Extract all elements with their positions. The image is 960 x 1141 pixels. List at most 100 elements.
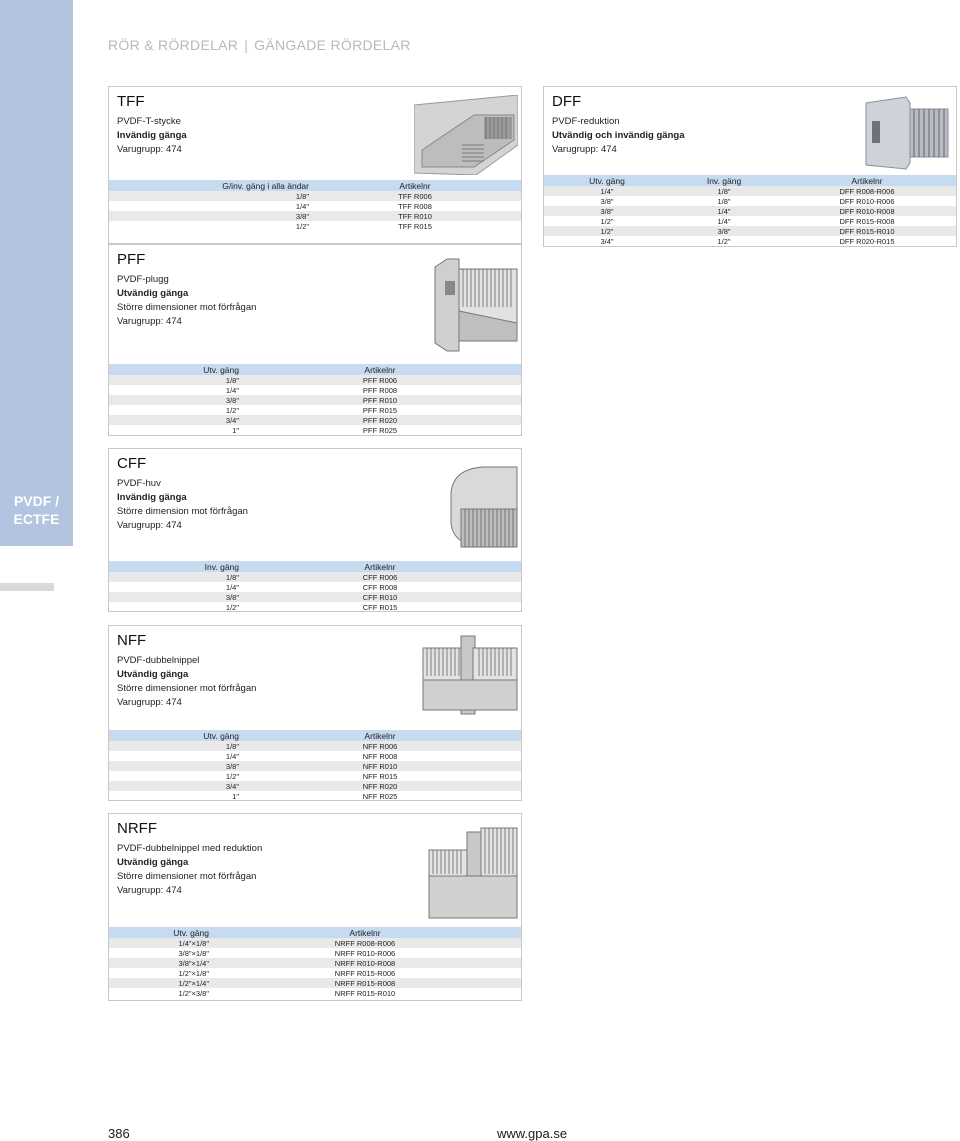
spec-table: Inv. gäng Artikelnr 1/8"CFF R006 1/4"CFF… xyxy=(109,561,521,612)
table-row: 3/4"PFF R020 xyxy=(109,415,521,425)
table-row: 1/8"CFF R006 xyxy=(109,572,521,582)
spec-table: G/inv. gäng i alla ändar Artikelnr 1/8"T… xyxy=(109,180,521,231)
product-group: Varugrupp: 474 xyxy=(117,885,182,896)
product-note: Större dimensioner mot förfrågan xyxy=(117,683,257,694)
product-meta: PVDF-T-stycke Invändig gänga Varugrupp: … xyxy=(117,115,187,157)
tee-fitting-image xyxy=(414,95,518,175)
reducing-nipple-image xyxy=(428,827,518,919)
col-header: Inv. gäng xyxy=(109,561,239,572)
product-code: TFF xyxy=(117,93,145,110)
table-row: 3/8"NFF R010 xyxy=(109,761,521,771)
table-row: 1/4"1/8"DFF R008-R006 xyxy=(544,186,956,196)
col-header: Inv. gäng xyxy=(670,175,778,186)
table-row: 1/2"1/4"DFF R015-R008 xyxy=(600,216,895,226)
col-header: Utv. gäng xyxy=(109,927,209,938)
product-meta: PVDF-plugg Utvändig gänga Större dimensi… xyxy=(117,273,256,329)
table-row: 1/2"NFF R015 xyxy=(225,771,398,781)
table-row: 3/8"×1/8"NRFF R010-R006 xyxy=(178,948,396,958)
product-meta: PVDF-dubbelnippel med reduktion Utvändig… xyxy=(117,842,262,898)
product-name: PVDF-huv xyxy=(117,478,161,489)
table-row: 3/8"PFF R010 xyxy=(109,395,521,405)
product-note: Större dimension mot förfrågan xyxy=(117,506,248,517)
table-row: 1/8"TFF R006 xyxy=(109,191,521,201)
col-header: Artikelnr xyxy=(209,927,521,938)
website-url: www.gpa.se xyxy=(497,1126,568,1141)
table-row: 1/2"×1/4"NRFF R015-R008 xyxy=(109,978,521,988)
col-header: G/inv. gäng i alla ändar xyxy=(109,180,309,191)
product-name: PVDF-plugg xyxy=(117,274,169,285)
product-name: PVDF-T-stycke xyxy=(117,116,181,127)
col-header: Utv. gäng xyxy=(109,364,239,375)
product-group: Varugrupp: 474 xyxy=(117,697,182,708)
table-row: 3/4"NFF R020 xyxy=(109,781,521,791)
table-row: 1/4"PFF R008 xyxy=(225,385,398,395)
product-meta: PVDF-dubbelnippel Utvändig gänga Större … xyxy=(117,654,256,710)
product-meta: PVDF-huv Invändig gänga Större dimension… xyxy=(117,477,248,533)
table-row: 3/8"TFF R010 xyxy=(109,211,521,221)
product-type: Invändig gänga xyxy=(117,130,187,141)
product-tff: TFF PVDF-T-stycke Invändig gänga Varugru… xyxy=(108,86,522,244)
col-header: Utv. gäng xyxy=(109,730,239,741)
table-row: 1/4"TFF R008 xyxy=(295,201,432,211)
sidebar-band xyxy=(0,0,73,546)
product-type: Utvändig gänga xyxy=(117,669,189,680)
product-type: Utvändig och invändig gänga xyxy=(552,130,685,141)
product-note: Större dimensioner mot förfrågan xyxy=(117,871,257,882)
spec-table: Utv. gäng Artikelnr 1/4"×1/8"NRFF R008-R… xyxy=(109,927,521,998)
table-row: 3/8"CFF R010 xyxy=(109,592,521,602)
col-header: Utv. gäng xyxy=(544,175,670,186)
product-name: PVDF-dubbelnippel xyxy=(117,655,200,666)
product-group: Varugrupp: 474 xyxy=(117,144,182,155)
page-number: 386 xyxy=(108,1126,130,1141)
header-subsection: GÄNGADE RÖRDELAR xyxy=(254,37,411,53)
product-name: PVDF-dubbelnippel med reduktion xyxy=(117,843,263,854)
table-row: 1/2"3/8"DFF R015-R010 xyxy=(544,226,956,236)
col-header: Artikelnr xyxy=(239,561,521,572)
col-header: Artikelnr xyxy=(239,730,521,741)
header-section: RÖR & RÖRDELAR xyxy=(108,37,239,53)
product-code: PFF xyxy=(117,251,146,268)
reducer-fitting-image xyxy=(865,96,949,170)
cap-fitting-image xyxy=(450,466,518,548)
col-header: Artikelnr xyxy=(309,180,521,191)
table-row: 3/4"1/2"DFF R020-R015 xyxy=(600,236,895,246)
table-row: 1/2"TFF R015 xyxy=(295,221,432,231)
table-row: 3/8"1/8"DFF R010-R006 xyxy=(600,196,895,206)
table-row: 1"NFF R025 xyxy=(232,791,398,801)
product-group: Varugrupp: 474 xyxy=(552,144,617,155)
product-cff: CFF PVDF-huv Invändig gänga Större dimen… xyxy=(108,448,522,612)
product-pff: PFF PVDF-plugg Utvändig gänga Större dim… xyxy=(108,244,522,436)
sidebar-marker xyxy=(0,583,54,591)
table-row: 1/2"×3/8"NRFF R015-R010 xyxy=(178,988,396,998)
nipple-fitting-image xyxy=(422,635,518,715)
table-row: 1/2"×1/8"NRFF R015-R006 xyxy=(178,968,396,978)
product-code: NRFF xyxy=(117,820,157,837)
sidebar-label: PVDF / ECTFE xyxy=(13,493,60,527)
product-type: Utvändig gänga xyxy=(117,857,189,868)
spec-table: Utv. gäng Inv. gäng Artikelnr 1/4"1/8"DF… xyxy=(544,175,956,246)
table-row: 3/8"×1/4"NRFF R010-R008 xyxy=(109,958,521,968)
table-row: 1/8"PFF R006 xyxy=(109,375,521,385)
product-note: Större dimensioner mot förfrågan xyxy=(117,302,257,313)
plug-fitting-image xyxy=(434,258,518,352)
product-type: Invändig gänga xyxy=(117,492,187,503)
col-header: Artikelnr xyxy=(239,364,521,375)
product-group: Varugrupp: 474 xyxy=(117,520,182,531)
table-row: 1"PFF R025 xyxy=(232,425,398,435)
product-code: CFF xyxy=(117,455,147,472)
product-code: DFF xyxy=(552,93,582,110)
header-separator: | xyxy=(244,37,249,53)
product-name: PVDF-reduktion xyxy=(552,116,620,127)
product-code: NFF xyxy=(117,632,147,649)
page-header: RÖR & RÖRDELAR | GÄNGADE RÖRDELAR xyxy=(108,37,411,53)
spec-table: Utv. gäng Artikelnr 1/8"NFF R006 1/4"NFF… xyxy=(109,730,521,801)
product-nff: NFF PVDF-dubbelnippel Utvändig gänga Stö… xyxy=(108,625,522,801)
product-dff: DFF PVDF-reduktion Utvändig och invändig… xyxy=(543,86,957,247)
table-row: 1/4"NFF R008 xyxy=(225,751,398,761)
table-row: 1/2"PFF R015 xyxy=(225,405,398,415)
spec-table: Utv. gäng Artikelnr 1/8"PFF R006 1/4"PFF… xyxy=(109,364,521,435)
table-row: 1/8"NFF R006 xyxy=(109,741,521,751)
table-row: 1/4"×1/8"NRFF R008-R006 xyxy=(109,938,521,948)
product-meta: PVDF-reduktion Utvändig och invändig gän… xyxy=(552,115,684,157)
product-type: Utvändig gänga xyxy=(117,288,189,299)
